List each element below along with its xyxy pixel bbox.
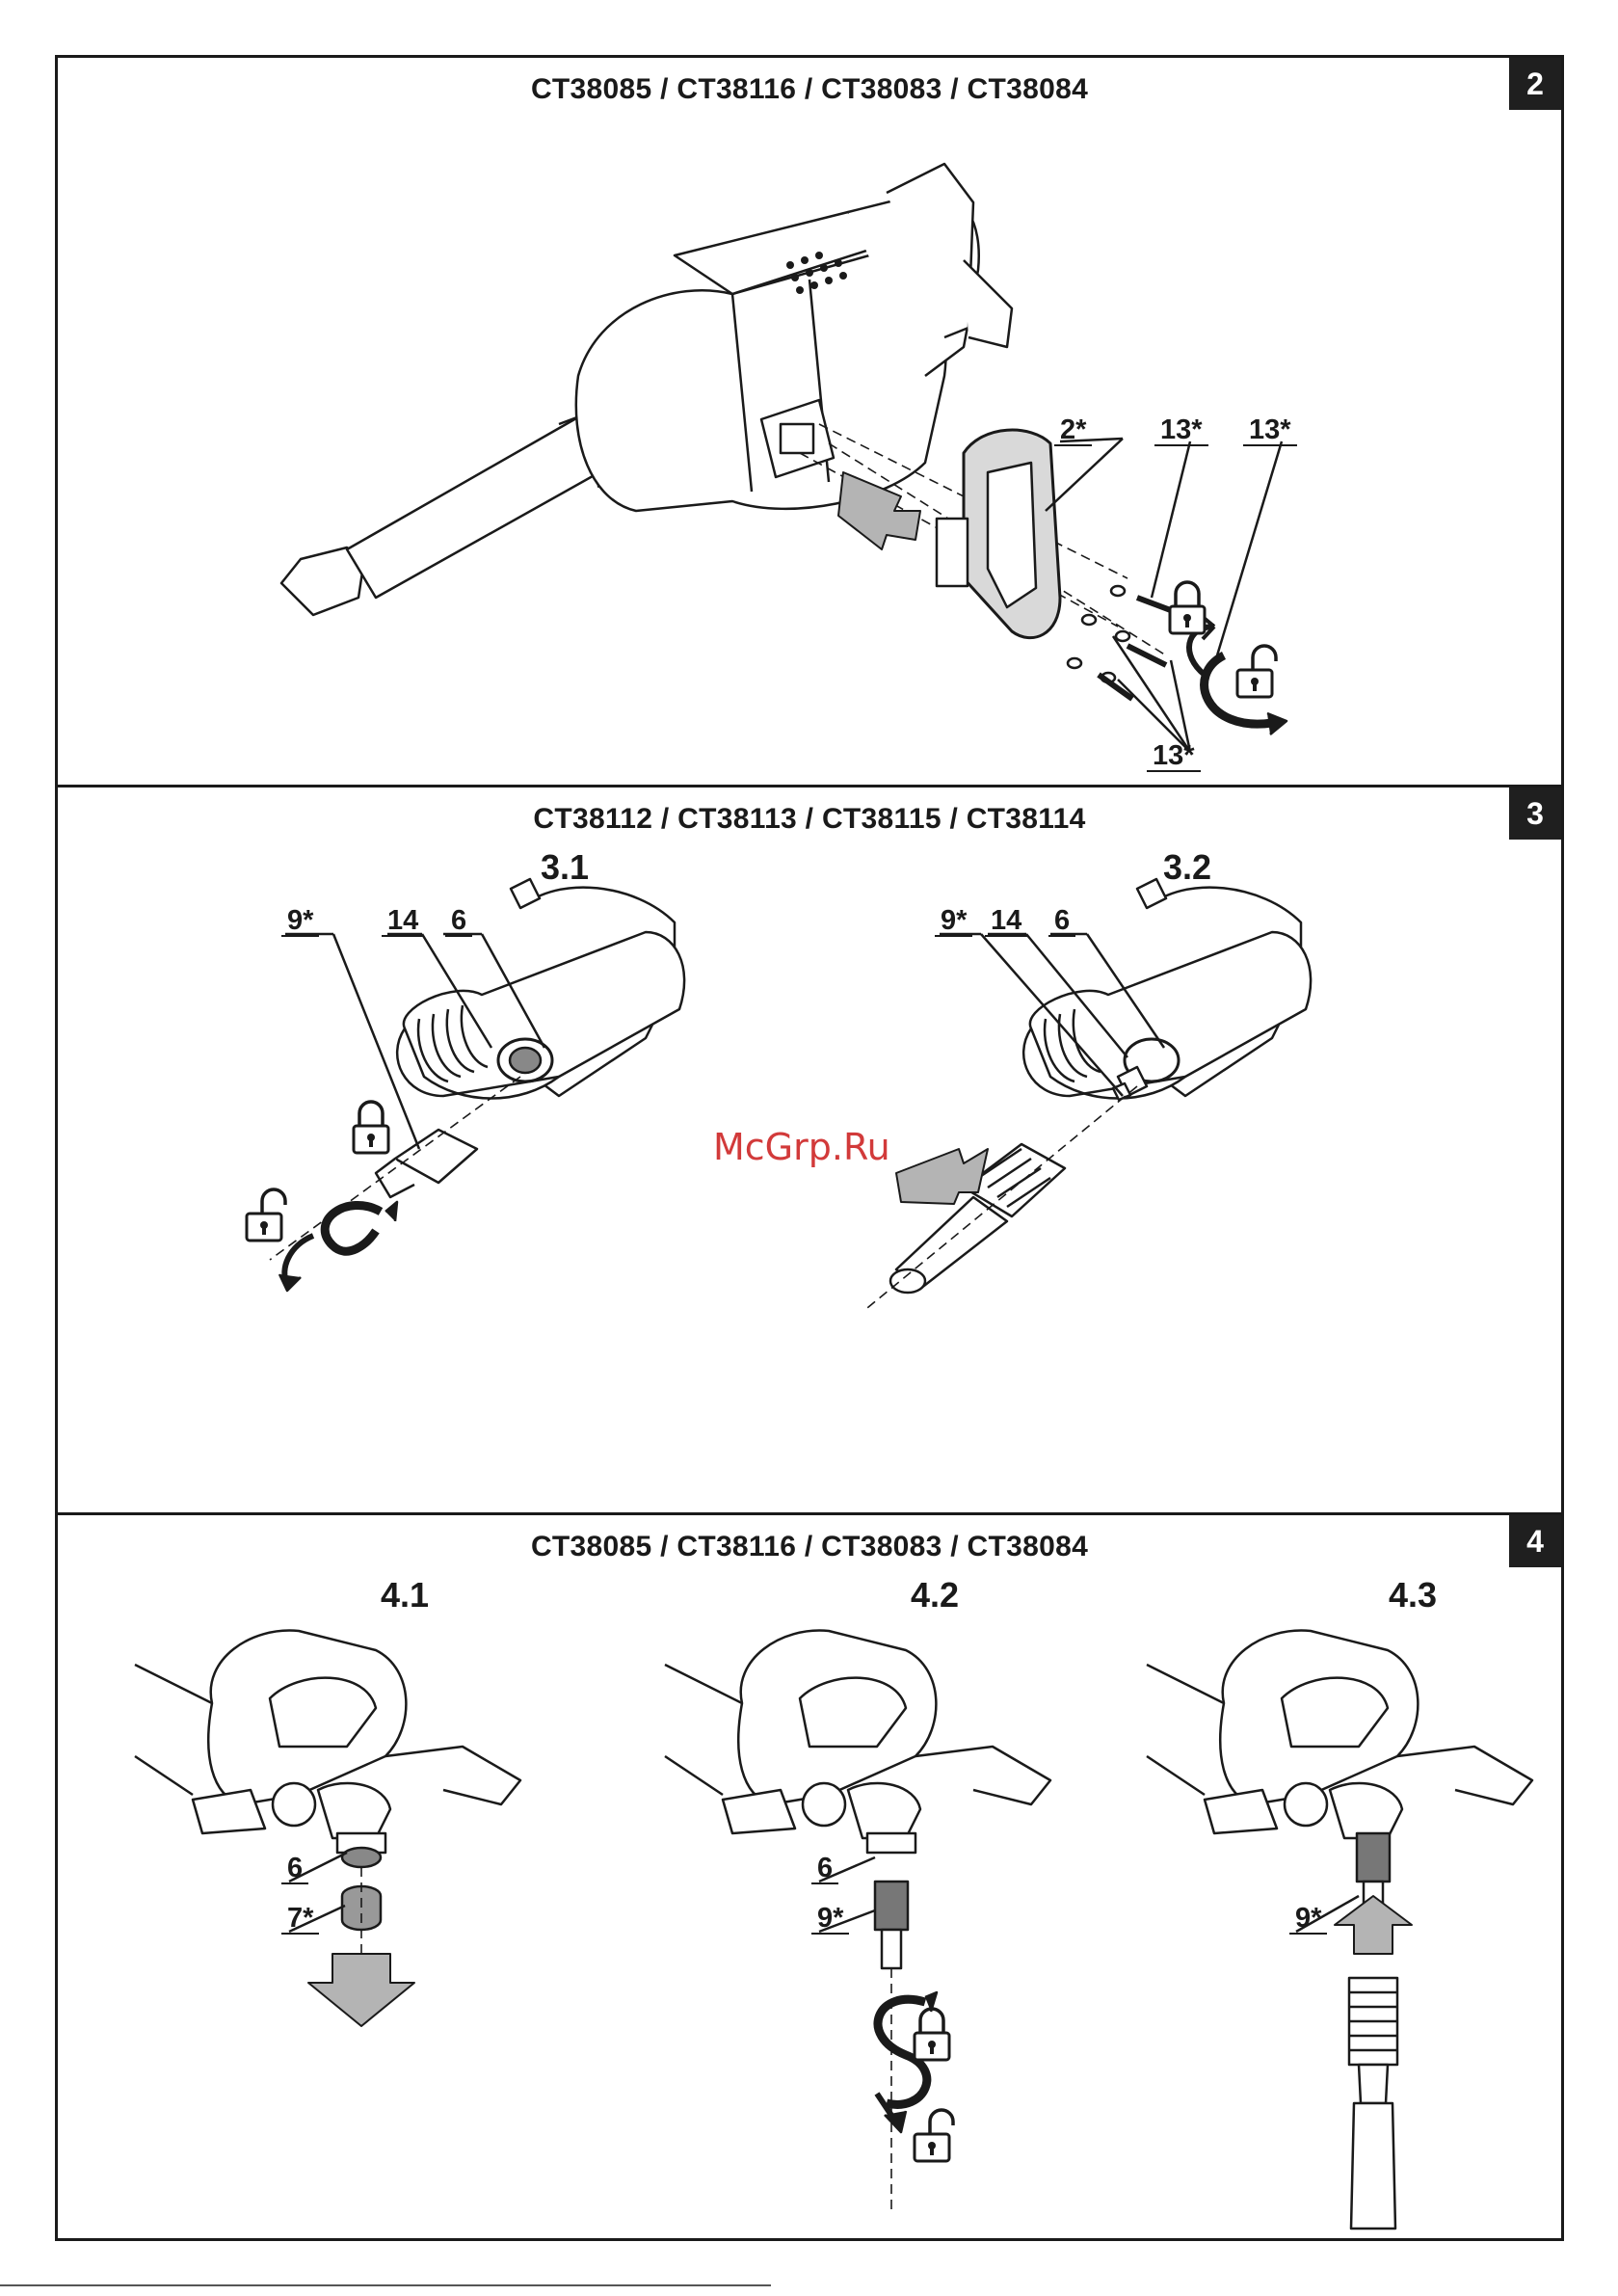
callout-3-1-seal: 14 bbox=[382, 907, 424, 937]
padlock-closed-icon bbox=[915, 2009, 949, 2060]
callout-3-1-fitting: 9* bbox=[281, 907, 319, 937]
callout-handle: 2* bbox=[1054, 416, 1092, 446]
padlock-closed-icon bbox=[354, 1102, 388, 1153]
impact-wrench-handle-illustration bbox=[58, 58, 1561, 781]
padlock-open-icon bbox=[247, 1189, 285, 1241]
footer-rule bbox=[0, 2284, 771, 2286]
callout-4-2-inlet: 6 bbox=[811, 1855, 838, 1884]
panel-2: CT38085 / CT38116 / CT38083 / CT38084 2 bbox=[58, 58, 1561, 785]
callout-4-2-fitting: 9* bbox=[811, 1905, 849, 1935]
callout-bolt-b: 13* bbox=[1243, 416, 1297, 446]
callout-4-1-cap: 7* bbox=[281, 1905, 319, 1935]
panel-4: CT38085 / CT38116 / CT38083 / CT38084 4 … bbox=[58, 1512, 1561, 2238]
padlock-open-icon bbox=[1237, 646, 1276, 697]
padlock-closed-icon bbox=[1170, 582, 1205, 633]
callout-3-2-seal: 14 bbox=[985, 907, 1027, 937]
callout-bolt-c: 13* bbox=[1147, 742, 1201, 772]
padlock-open-icon bbox=[915, 2110, 953, 2161]
callout-3-2-inlet: 6 bbox=[1048, 907, 1075, 937]
callout-3-2-fitting: 9* bbox=[935, 907, 972, 937]
callout-bolt-a: 13* bbox=[1154, 416, 1208, 446]
callout-3-1-inlet: 6 bbox=[445, 907, 472, 937]
callout-4-3-fitting: 9* bbox=[1289, 1905, 1327, 1935]
watermark: McGrp.Ru bbox=[713, 1126, 890, 1168]
callout-4-1-inlet: 6 bbox=[281, 1855, 308, 1884]
